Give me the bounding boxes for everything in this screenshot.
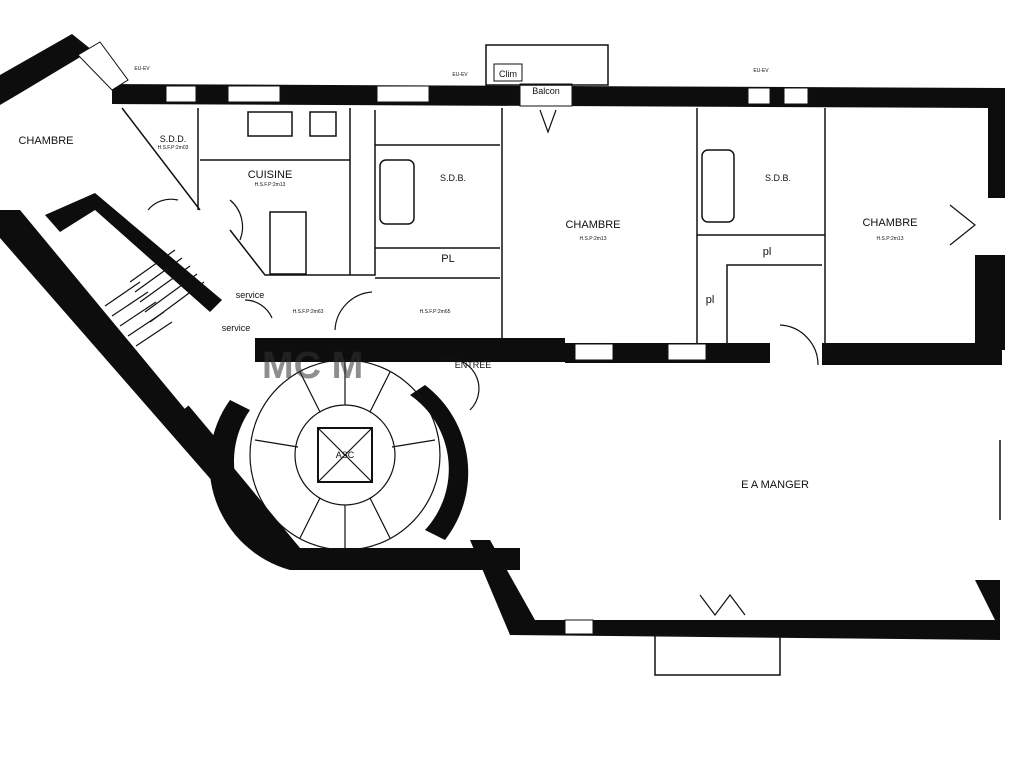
exterior-walls	[0, 34, 1005, 640]
watermark: MC M	[262, 345, 363, 387]
balcony-label: Balcon	[532, 86, 560, 96]
room-label: CUISINE	[248, 169, 293, 181]
spiral-staircase	[249, 359, 441, 551]
room-label: ASC	[336, 450, 355, 460]
interior-walls	[121, 44, 1001, 676]
eu-ev-label: EU-EV	[452, 72, 468, 78]
eu-ev-label: EU-EV	[753, 68, 769, 74]
room-label: pl	[763, 246, 772, 258]
windows	[77, 41, 809, 635]
room-height: H.S.F.P:2m03	[158, 145, 189, 151]
room-label: CHAMBRE	[862, 217, 917, 229]
room-label: E A MANGER	[741, 479, 809, 491]
eu-ev-label: EU-EV	[134, 66, 150, 72]
room-label: PL	[441, 253, 454, 265]
room-label: S.D.B.	[765, 173, 791, 183]
room-label: CHAMBRE	[565, 219, 620, 231]
room-label: S.D.B.	[440, 173, 466, 183]
corridor-height: H.S.F.P:2m65	[420, 309, 451, 315]
clim-box	[493, 63, 523, 82]
room-height: H.S.P:2m13	[580, 236, 607, 242]
room-height: H.S.P:2m13	[877, 236, 904, 242]
room-label: pl	[706, 294, 715, 306]
room-label: CHAMBRE	[18, 135, 73, 147]
corridor-height: H.S.F.P:2m63	[293, 309, 324, 315]
doors	[147, 109, 976, 616]
room-labels: CHAMBRE S.D.D. H.S.F.P:2m03 CUISINE H.S.…	[18, 63, 918, 491]
room-height: H.S.F.P:2m13	[255, 182, 286, 188]
room-label: ENTREE	[455, 360, 492, 370]
room-label: S.D.D.	[160, 134, 187, 144]
service-label: service	[236, 290, 265, 300]
elevator-shaft	[317, 427, 373, 483]
clim-label: Clim	[499, 69, 517, 79]
service-stairs	[104, 249, 205, 347]
service-label: service	[222, 323, 251, 333]
